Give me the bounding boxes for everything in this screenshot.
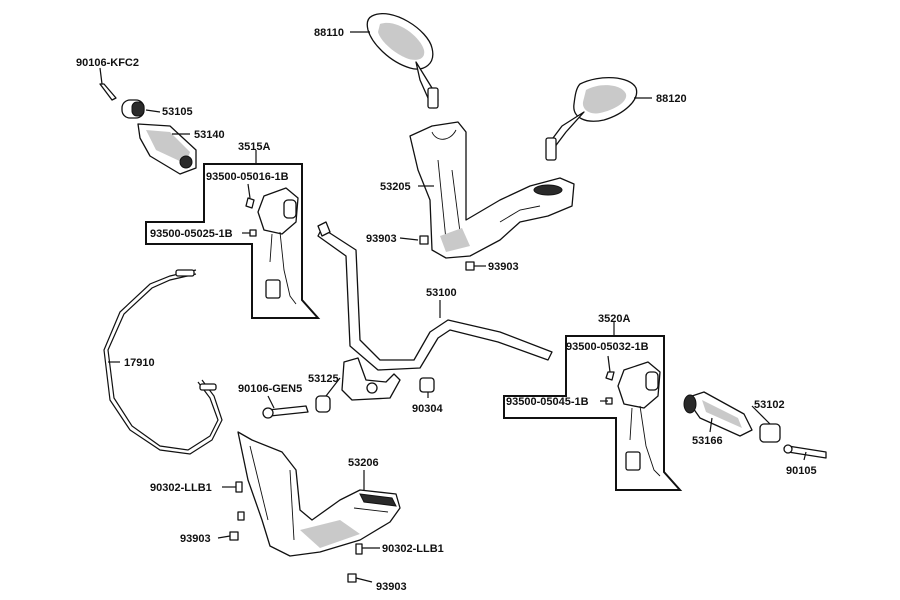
label-93500-05016-1b: 93500-05016-1B	[206, 171, 289, 183]
label-53140: 53140	[194, 129, 225, 141]
label-90105: 90105	[786, 465, 817, 477]
label-90304: 90304	[412, 403, 443, 415]
label-53105: 53105	[162, 106, 193, 118]
label-90302-llb1-a: 90302-LLB1	[150, 482, 212, 494]
label-90302-llb1-b: 90302-LLB1	[382, 543, 444, 555]
label-17910: 17910	[124, 357, 155, 369]
screws	[229, 235, 475, 583]
right-grip-assembly	[683, 391, 827, 459]
label-93903-d: 93903	[376, 581, 407, 593]
nut-90304	[419, 377, 435, 393]
label-53125: 53125	[308, 373, 339, 385]
part-labels: 88110 88120 90106-KFC2 53105 53140 3515A…	[76, 27, 817, 593]
lower-handlebar-cover	[237, 431, 401, 557]
left-grip-assembly	[99, 83, 197, 175]
label-88120: 88120	[656, 93, 687, 105]
label-93903-a: 93903	[366, 233, 397, 245]
label-90106-kfc2: 90106-KFC2	[76, 57, 139, 69]
label-93500-05032-1b: 93500-05032-1B	[566, 341, 649, 353]
label-93903-c: 93903	[180, 533, 211, 545]
bolt-90106-gen5	[262, 405, 309, 419]
label-93500-05025-1b: 93500-05025-1B	[150, 228, 233, 240]
label-53206: 53206	[348, 457, 379, 469]
right-switch-assembly	[503, 335, 683, 491]
label-53102: 53102	[754, 399, 785, 411]
label-88110: 88110	[314, 27, 344, 39]
bushing-53125	[315, 395, 331, 413]
leader-lines	[99, 31, 807, 583]
label-93500-05045-1b: 93500-05045-1B	[506, 396, 589, 408]
label-3520a: 3520A	[598, 313, 630, 325]
upper-handlebar-cover	[409, 121, 575, 259]
left-switch-assembly	[145, 163, 321, 319]
label-93903-b: 93903	[488, 261, 519, 273]
throttle-cable	[103, 269, 223, 455]
label-90106-gen5: 90106-GEN5	[238, 383, 302, 395]
right-mirror	[545, 76, 638, 161]
handlebar-tube	[317, 221, 553, 401]
label-3515a: 3515A	[238, 141, 270, 153]
label-53100: 53100	[426, 287, 457, 299]
left-mirror	[366, 13, 439, 109]
label-53166: 53166	[692, 435, 723, 447]
label-53205: 53205	[380, 181, 411, 193]
